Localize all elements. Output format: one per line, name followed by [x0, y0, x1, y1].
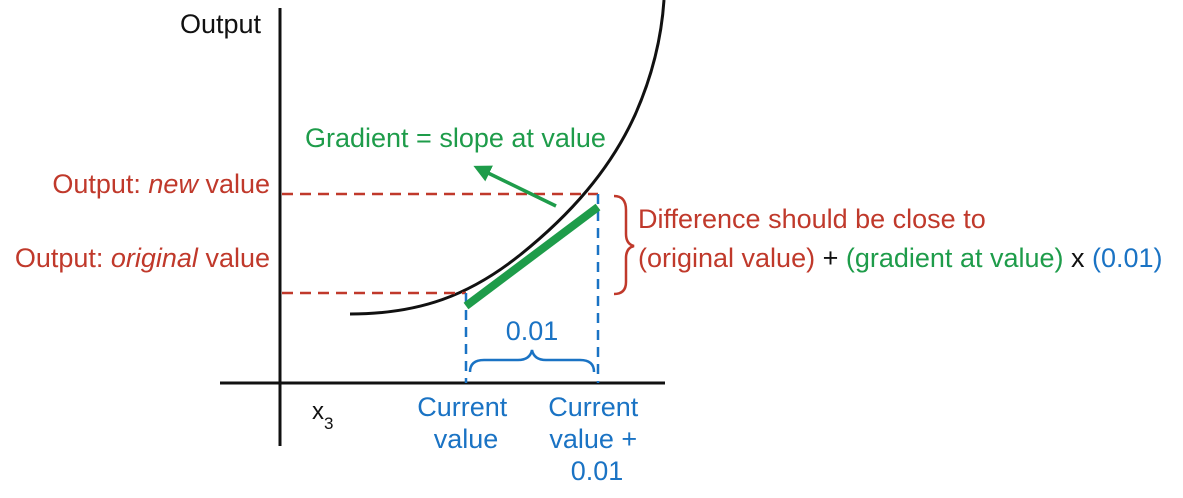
- tangent-line: [463, 203, 601, 310]
- step-size-label: 0.01: [506, 316, 559, 346]
- next-value-line2: value +: [549, 424, 637, 454]
- difference-gradient-term: (gradient at value): [846, 243, 1064, 273]
- next-value-line3: 0.01: [571, 456, 624, 486]
- function-curve: [349, 0, 666, 316]
- next-value-label: Current value + 0.01: [548, 392, 646, 486]
- difference-original-term: (original value): [638, 243, 815, 273]
- next-value-line1: Current: [548, 392, 639, 422]
- x-variable-label: x3: [312, 398, 333, 433]
- gradient-label: Gradient = slope at value: [305, 123, 606, 153]
- current-value-label: Current value: [417, 392, 515, 454]
- current-value-line2: value: [434, 424, 499, 454]
- original-value-label: Output: original value: [15, 243, 270, 273]
- difference-plus: +: [815, 243, 846, 273]
- original-value-italic: original: [111, 243, 199, 273]
- new-value-label: Output: new value: [52, 169, 270, 199]
- original-value-suffix: value: [198, 243, 270, 273]
- y-axis-label: Output: [180, 9, 262, 39]
- new-value-italic: new: [148, 169, 199, 199]
- new-value-suffix: value: [198, 169, 270, 199]
- step-brace: [468, 349, 596, 373]
- difference-label-line2: (original value) + (gradient at value) x…: [638, 243, 1163, 273]
- x-variable-name: x: [312, 398, 324, 425]
- current-value-line1: Current: [417, 392, 508, 422]
- difference-label-line1: Difference should be close to: [638, 204, 986, 234]
- difference-step-term: (0.01): [1092, 243, 1163, 273]
- gradient-arrow: [473, 165, 557, 208]
- x-variable-subscript: 3: [324, 414, 333, 433]
- original-value-prefix: Output:: [15, 243, 111, 273]
- new-value-prefix: Output:: [52, 169, 148, 199]
- difference-times: x: [1064, 243, 1093, 273]
- difference-brace: [613, 194, 635, 296]
